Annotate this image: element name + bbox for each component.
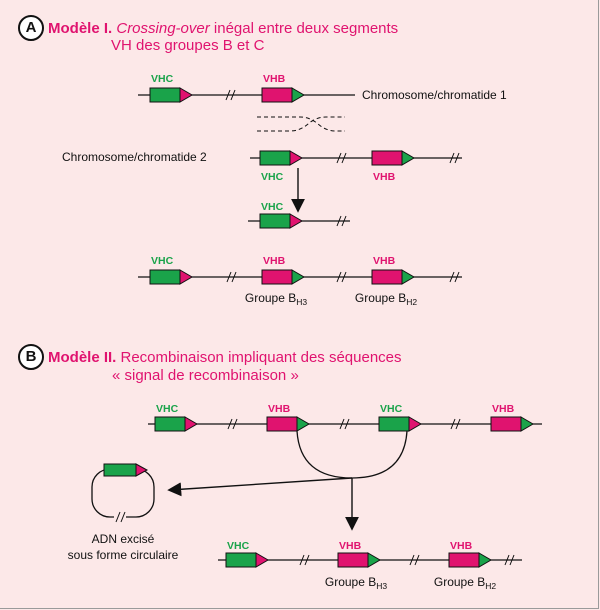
vhb-segment — [337, 552, 369, 568]
rss-signal-marker — [289, 150, 303, 166]
vhc-segment — [378, 416, 410, 432]
chromosome-1-label: Chromosome/chromatide 1 — [362, 88, 507, 102]
rss-signal-marker — [296, 416, 310, 432]
rss-signal-marker — [184, 416, 198, 432]
vhc-segment — [225, 552, 257, 568]
vhb-label: VHB — [450, 540, 473, 552]
break-mark — [409, 554, 420, 566]
break-mark — [336, 152, 347, 164]
rss-signal-marker — [255, 552, 269, 568]
rss-signal-marker — [291, 269, 305, 285]
section-b-model: Modèle II. — [48, 349, 117, 366]
rss-signal-marker — [408, 416, 422, 432]
vhb-label: VHB — [373, 255, 396, 267]
rss-signal-marker — [401, 150, 415, 166]
vhc-label: VHC — [380, 403, 403, 415]
break-mark — [504, 554, 515, 566]
rss-signal-marker — [291, 87, 305, 103]
vhb-segment — [490, 416, 522, 432]
section-b-title-line2: « signal de recombinaison » — [112, 367, 299, 384]
vhc-segment — [149, 269, 181, 285]
rss-signal-marker — [401, 269, 415, 285]
break-mark — [227, 418, 238, 430]
arrow-to-circle — [167, 477, 353, 497]
break-mark — [336, 215, 347, 227]
vhc-label: VHC — [156, 403, 179, 415]
break-mark — [115, 511, 126, 523]
break-mark — [226, 271, 237, 283]
section-b-rest: Recombinaison impliquant des séquences — [116, 349, 402, 366]
vhc-segment — [154, 416, 186, 432]
vhc-label: VHC — [261, 201, 284, 213]
rss-signal-marker — [135, 463, 149, 477]
vhb-label: VHB — [268, 403, 291, 415]
groupe-bh3-label-b: Groupe BH3 — [325, 575, 388, 591]
vhc-label: VHC — [261, 171, 284, 183]
section-a-model: Modèle I. — [48, 20, 113, 37]
vhb-label: VHB — [263, 255, 286, 267]
vhc-segment — [149, 87, 181, 103]
recombination-loop — [296, 430, 408, 479]
vhb-segment — [261, 87, 293, 103]
section-a-title: Modèle I. Crossing-over inégal entre deu… — [48, 20, 398, 37]
crossover-strand-2 — [257, 116, 345, 132]
section-a-italic: Crossing-over — [116, 20, 210, 37]
vhb-label: VHB — [373, 171, 396, 183]
vhb-segment — [371, 269, 403, 285]
vhc-label: VHC — [227, 540, 250, 552]
vhb-segment — [448, 552, 480, 568]
vhb-label: VHB — [339, 540, 362, 552]
break-mark — [225, 89, 236, 101]
rss-signal-marker — [289, 213, 303, 229]
chromosome-2-label: Chromosome/chromatide 2 — [62, 150, 207, 164]
vhc-segment — [259, 150, 291, 166]
section-a-title-line2: VH des groupes B et C — [111, 37, 265, 54]
rss-signal-marker — [478, 552, 492, 568]
rss-signal-marker — [179, 269, 193, 285]
break-mark — [299, 554, 310, 566]
rss-signal-marker — [520, 416, 534, 432]
groupe-bh2-label-a: Groupe BH2 — [355, 291, 418, 307]
section-a-rest: inégal entre deux segments — [209, 20, 399, 37]
vhc-label: VHC — [151, 73, 174, 85]
section-b-marker: B — [18, 344, 44, 370]
groupe-bh3-label-a: Groupe BH3 — [245, 291, 308, 307]
vhc-segment — [103, 463, 137, 477]
diagram-content: VHC VHB Chromosome/chromatide 1 Chromosome/… — [62, 73, 542, 591]
crossover-strand-1 — [257, 116, 345, 132]
section-b-title: Modèle II. Recombinaison impliquant des … — [48, 349, 402, 366]
rss-signal-marker — [179, 87, 193, 103]
section-a-marker: A — [18, 15, 44, 41]
vhb-segment — [266, 416, 298, 432]
vhb-segment — [261, 269, 293, 285]
adn-excise-label: ADN excisé — [92, 532, 155, 546]
groupe-bh2-label-b: Groupe BH2 — [434, 575, 497, 591]
break-mark — [449, 152, 460, 164]
break-mark — [450, 418, 461, 430]
vhc-segment — [259, 213, 291, 229]
vhb-label: VHB — [492, 403, 515, 415]
vhc-label: VHC — [151, 255, 174, 267]
rss-signal-marker — [367, 552, 381, 568]
break-mark — [449, 271, 460, 283]
vhb-label: VHB — [263, 73, 286, 85]
break-mark — [339, 418, 350, 430]
vhb-segment — [371, 150, 403, 166]
break-mark — [336, 271, 347, 283]
circular-form-label: sous forme circulaire — [68, 548, 179, 562]
